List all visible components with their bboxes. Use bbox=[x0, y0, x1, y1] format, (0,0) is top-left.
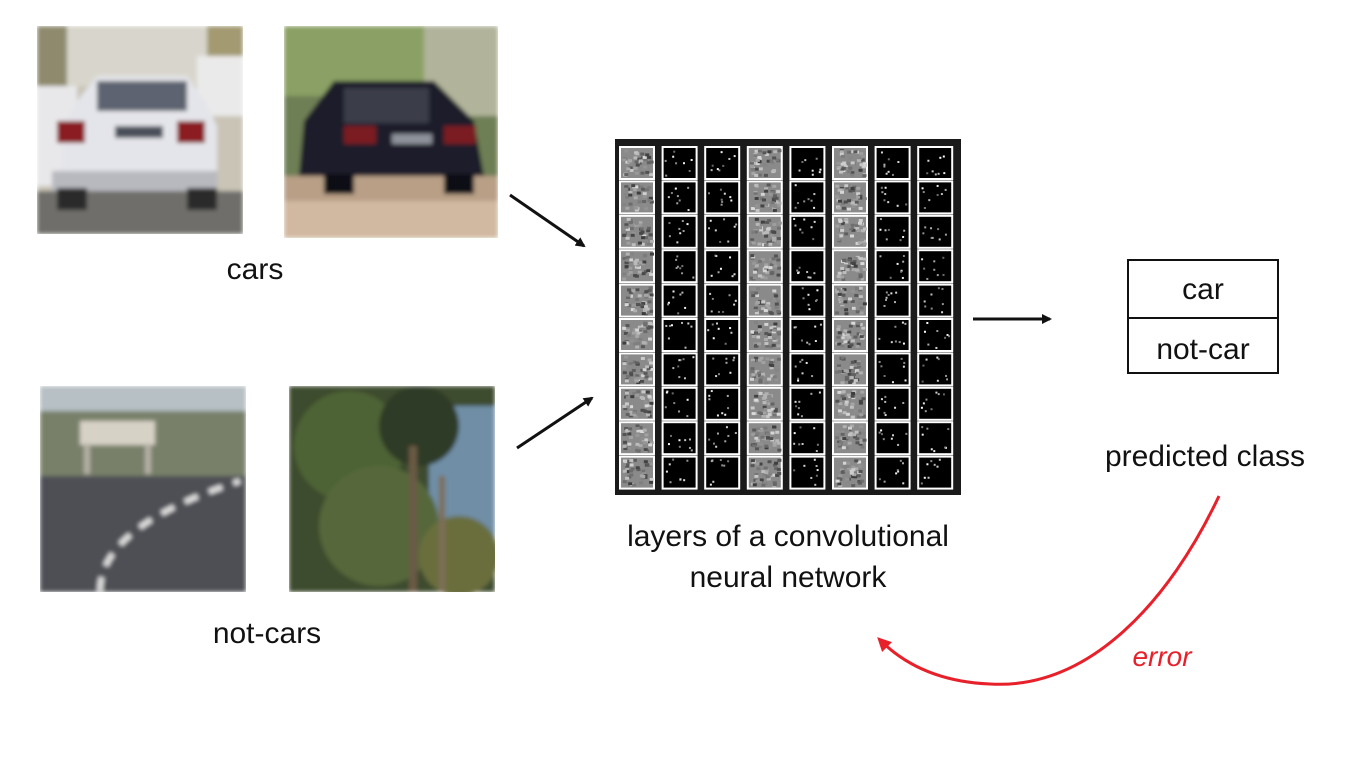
feature-map-cell bbox=[917, 318, 954, 352]
feature-map-cell bbox=[704, 421, 741, 456]
feature-map-cell bbox=[874, 352, 911, 387]
not-cars-label: not-cars bbox=[212, 617, 322, 650]
feature-map-cell bbox=[704, 214, 741, 249]
feature-map-cell bbox=[917, 455, 954, 490]
feature-map-cell bbox=[789, 146, 826, 180]
feature-map-cell bbox=[619, 249, 655, 284]
feature-map-cell bbox=[704, 180, 741, 215]
feature-map-cell bbox=[917, 249, 954, 284]
feature-map-cell bbox=[789, 180, 826, 215]
feature-map-cell bbox=[917, 283, 954, 318]
class-divider bbox=[1129, 317, 1277, 319]
cnn-label-line2: neural network bbox=[689, 561, 887, 594]
feature-map-cell bbox=[874, 386, 911, 421]
feature-map-cell bbox=[619, 283, 655, 318]
feature-map-cell bbox=[789, 283, 826, 318]
feature-map-cell bbox=[789, 249, 826, 284]
feature-map-cell bbox=[661, 421, 698, 456]
feature-map-cell bbox=[746, 146, 783, 180]
feature-map-cell bbox=[619, 180, 655, 215]
feature-map-cell bbox=[789, 455, 826, 490]
feature-map-cell bbox=[832, 283, 868, 318]
feature-map-cell bbox=[917, 180, 954, 215]
arrow-cars-to-cnn bbox=[509, 193, 586, 248]
feature-map-cell bbox=[619, 455, 655, 490]
feature-map-cell bbox=[746, 283, 783, 318]
feature-map-cell bbox=[704, 146, 741, 180]
cars-label: cars bbox=[226, 253, 284, 286]
car-image-dark-sedan bbox=[284, 26, 498, 238]
feature-map-cell bbox=[832, 455, 868, 490]
feature-map-cell bbox=[789, 386, 826, 421]
feature-map-cell bbox=[789, 421, 826, 456]
non-car-image-road bbox=[40, 386, 246, 592]
feature-map-cell bbox=[832, 318, 868, 352]
feature-map-cell bbox=[789, 214, 826, 249]
feature-map-cell bbox=[746, 318, 783, 352]
feature-map-cell bbox=[832, 249, 868, 284]
feature-map-cell bbox=[917, 146, 954, 180]
feature-map-cell bbox=[661, 249, 698, 284]
feature-map-cell bbox=[619, 386, 655, 421]
feature-map-cell bbox=[661, 214, 698, 249]
feature-map-cell bbox=[746, 455, 783, 490]
feature-map-cell bbox=[917, 352, 954, 387]
non-car-image-trees bbox=[289, 386, 495, 592]
feature-map-cell bbox=[661, 318, 698, 352]
feature-map-cell bbox=[746, 249, 783, 284]
cnn-filter-grid bbox=[619, 146, 954, 490]
feature-map-cell bbox=[874, 180, 911, 215]
feature-map-cell bbox=[704, 455, 741, 490]
arrow-error-feedback bbox=[877, 495, 1221, 686]
cnn-label-line1: layers of a convolutional bbox=[627, 520, 949, 553]
feature-map-cell bbox=[832, 386, 868, 421]
feature-map-cell bbox=[704, 318, 741, 352]
class-car: car bbox=[1182, 273, 1224, 306]
feature-map-cell bbox=[746, 180, 783, 215]
feature-map-cell bbox=[746, 214, 783, 249]
feature-map-cell bbox=[832, 180, 868, 215]
feature-map-cell bbox=[874, 249, 911, 284]
feature-map-cell bbox=[917, 214, 954, 249]
feature-map-cell bbox=[832, 214, 868, 249]
feature-map-cell bbox=[874, 283, 911, 318]
feature-map-cell bbox=[661, 352, 698, 387]
feature-map-cell bbox=[661, 386, 698, 421]
feature-map-cell bbox=[874, 146, 911, 180]
feature-map-cell bbox=[661, 455, 698, 490]
feature-map-cell bbox=[619, 352, 655, 387]
class-output-box: car not-car bbox=[1127, 259, 1279, 374]
class-not-car: not-car bbox=[1156, 333, 1250, 366]
feature-map-cell bbox=[832, 421, 868, 456]
feature-map-cell bbox=[789, 352, 826, 387]
feature-map-cell bbox=[619, 146, 655, 180]
feature-map-cell bbox=[917, 386, 954, 421]
predicted-class-label: predicted class bbox=[1104, 440, 1306, 473]
error-label: error bbox=[1132, 641, 1192, 672]
feature-map-cell bbox=[619, 214, 655, 249]
feature-map-cell bbox=[704, 386, 741, 421]
feature-map-cell bbox=[832, 352, 868, 387]
feature-map-cell bbox=[661, 180, 698, 215]
feature-map-cell bbox=[874, 421, 911, 456]
feature-map-cell bbox=[704, 283, 741, 318]
feature-map-cell bbox=[746, 352, 783, 387]
feature-map-cell bbox=[661, 283, 698, 318]
feature-map-cell bbox=[619, 421, 655, 456]
feature-map-cell bbox=[746, 421, 783, 456]
feature-map-cell bbox=[874, 318, 911, 352]
feature-map-cell bbox=[746, 386, 783, 421]
feature-map-cell bbox=[661, 146, 698, 180]
arrow-noncars-to-cnn bbox=[516, 396, 594, 450]
feature-map-cell bbox=[832, 146, 868, 180]
feature-map-cell bbox=[917, 421, 954, 456]
feature-map-cell bbox=[789, 318, 826, 352]
feature-map-cell bbox=[874, 455, 911, 490]
feature-map-cell bbox=[704, 352, 741, 387]
feature-map-cell bbox=[704, 249, 741, 284]
feature-map-cell bbox=[874, 214, 911, 249]
car-image-white-sedan bbox=[37, 26, 243, 234]
feature-map-cell bbox=[619, 318, 655, 352]
